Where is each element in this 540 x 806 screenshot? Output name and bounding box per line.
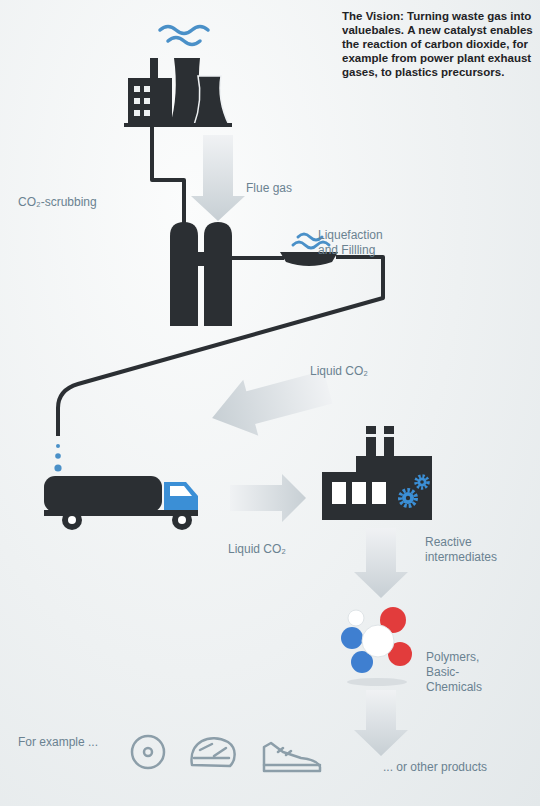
atom bbox=[362, 625, 394, 657]
helmet-vents bbox=[194, 744, 229, 758]
helmet-icon bbox=[192, 738, 235, 766]
atom bbox=[348, 610, 364, 626]
chimney-stripe bbox=[384, 434, 394, 437]
flow-arrow bbox=[230, 474, 306, 522]
plant-base bbox=[124, 123, 232, 127]
flow-arrow bbox=[354, 690, 408, 756]
disc-icon bbox=[144, 748, 152, 756]
window bbox=[134, 110, 140, 116]
disc-icon bbox=[132, 736, 164, 768]
process-label: CO₂-scrubbing bbox=[18, 195, 97, 210]
flow-arrow bbox=[191, 135, 245, 221]
molecule bbox=[341, 607, 412, 686]
scrubber-column bbox=[204, 222, 232, 326]
smoke-wave bbox=[168, 38, 200, 45]
window bbox=[134, 86, 140, 92]
shoe-sole bbox=[264, 748, 320, 765]
truck-tank bbox=[44, 476, 162, 512]
product-label: ... or other products bbox=[383, 760, 487, 775]
truck-wheel bbox=[62, 510, 82, 530]
drops bbox=[54, 444, 61, 472]
gear bbox=[418, 478, 427, 487]
product-label: Polymers, Basic-Chemicals bbox=[426, 650, 490, 695]
wheel-hub bbox=[68, 516, 76, 524]
window bbox=[144, 110, 150, 116]
product-icons bbox=[132, 736, 320, 771]
truck-wheel bbox=[172, 510, 192, 530]
flue-pipe bbox=[152, 127, 184, 224]
window bbox=[144, 98, 150, 104]
truck-cab bbox=[164, 482, 198, 514]
molecule-shadow bbox=[347, 678, 407, 686]
gear-hole bbox=[420, 480, 424, 484]
gear-hole bbox=[406, 496, 410, 500]
factory-window bbox=[372, 482, 386, 504]
drop bbox=[54, 464, 61, 471]
vision-block: The Vision: Turning waste gas into value… bbox=[342, 9, 534, 79]
process-label: Liquefaction and Fillling bbox=[318, 228, 400, 258]
truck-window bbox=[170, 486, 192, 496]
drop bbox=[56, 444, 60, 448]
example-label: For example ... bbox=[18, 735, 98, 750]
flow-label: Flue gas bbox=[246, 181, 292, 196]
scrubber bbox=[170, 222, 232, 326]
scrubber-column bbox=[170, 222, 198, 326]
shoe-icon bbox=[264, 743, 320, 771]
chimney-stripe bbox=[366, 434, 376, 437]
plant-windows bbox=[134, 86, 150, 116]
cooling-tower bbox=[194, 76, 229, 125]
smoke bbox=[160, 27, 208, 45]
process-label: Reactive intermediates bbox=[425, 535, 509, 565]
flow-label: Liquid CO₂ bbox=[228, 542, 286, 557]
flow-arrow bbox=[354, 528, 408, 598]
pipes bbox=[58, 127, 383, 436]
factory-hall bbox=[322, 456, 432, 520]
factory bbox=[322, 426, 432, 520]
scrubber-bridge bbox=[196, 252, 206, 266]
tank-truck bbox=[44, 476, 198, 530]
plant-chimney bbox=[150, 58, 158, 80]
gear bbox=[400, 490, 416, 506]
factory-window bbox=[332, 482, 346, 504]
atom bbox=[341, 627, 363, 649]
window bbox=[144, 86, 150, 92]
wheel-hub bbox=[178, 516, 186, 524]
flow-label: Liquid CO₂ bbox=[310, 364, 368, 379]
gear bbox=[402, 492, 414, 504]
plant-building bbox=[128, 78, 172, 125]
drop bbox=[55, 453, 61, 459]
window bbox=[134, 98, 140, 104]
factory-window bbox=[352, 482, 366, 504]
gear bbox=[416, 476, 428, 488]
co2-pipe bbox=[232, 256, 284, 260]
power-plant bbox=[124, 58, 232, 127]
smoke-wave bbox=[160, 27, 208, 34]
